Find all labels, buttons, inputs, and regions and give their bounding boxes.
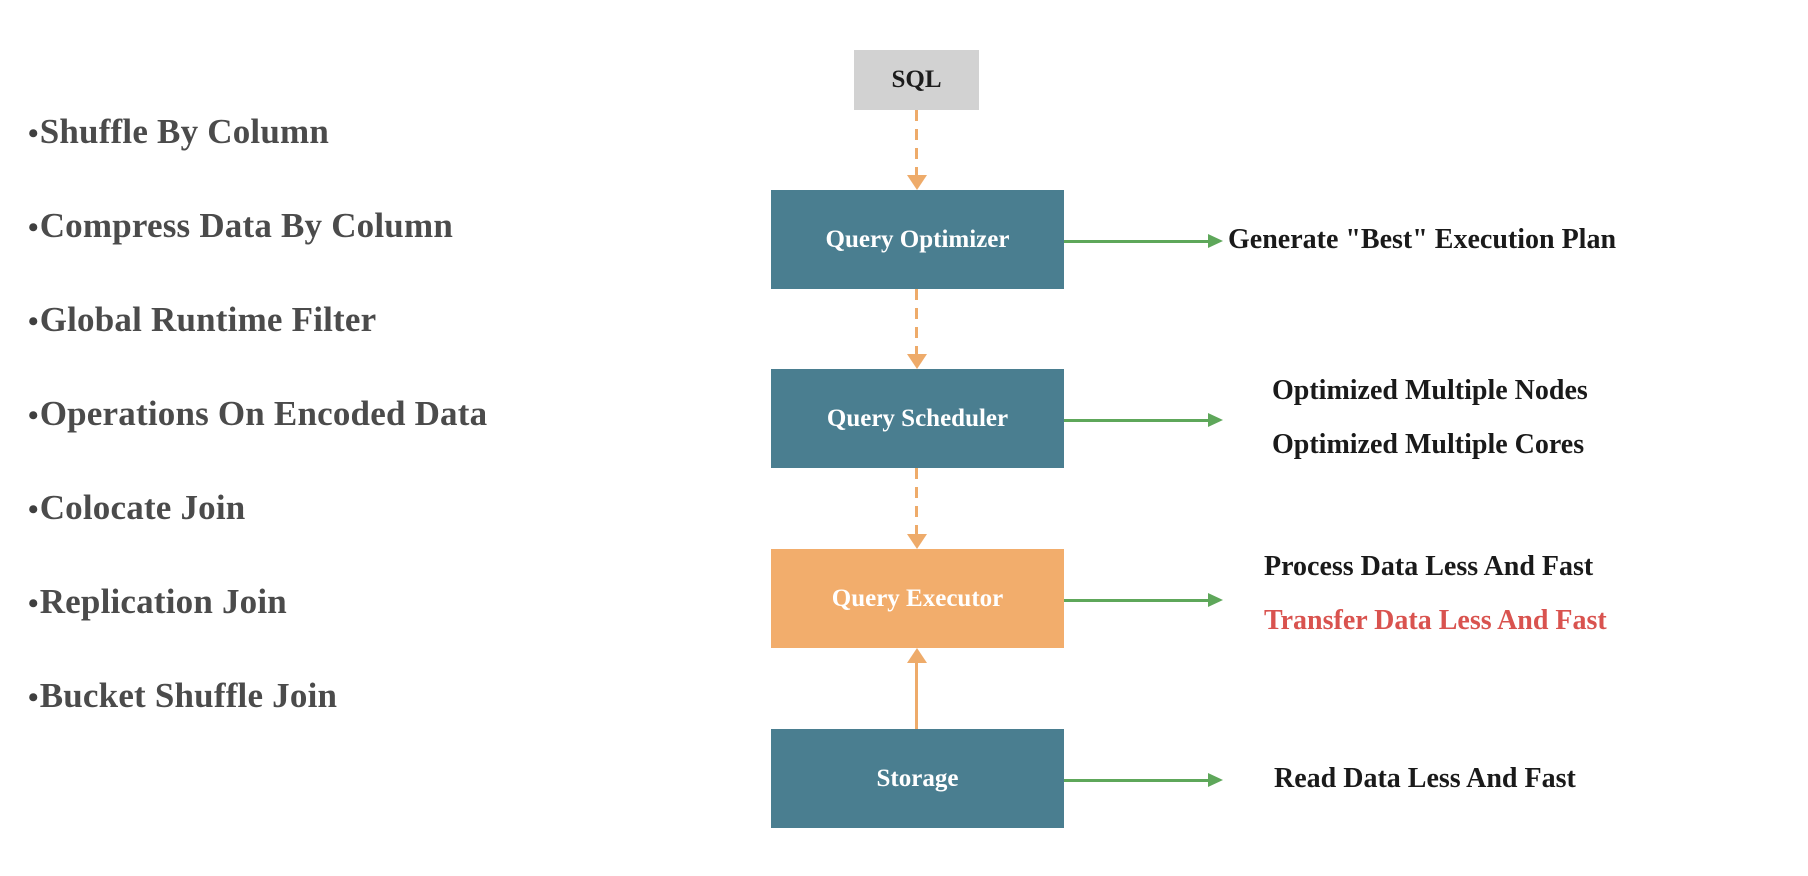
output-label-line: Optimized Multiple Cores bbox=[1272, 429, 1585, 461]
output-label-optimizer: Generate "Best" Execution Plan bbox=[1228, 224, 1616, 256]
connector-scheduler-to-executor bbox=[915, 468, 918, 534]
list-item: • Colocate Join bbox=[28, 488, 628, 582]
output-label-line: Generate "Best" Execution Plan bbox=[1228, 224, 1617, 255]
node-query-executor: Query Executor bbox=[771, 549, 1064, 648]
bullet-icon: • bbox=[28, 399, 39, 432]
list-item-label: Shuffle By Column bbox=[39, 112, 329, 151]
output-label-line: Optimized Multiple Nodes bbox=[1272, 375, 1588, 406]
node-sql: SQL bbox=[854, 50, 979, 110]
output-label-line-highlight: Transfer Data Less And Fast bbox=[1264, 605, 1607, 637]
list-item: • Compress Data By Column bbox=[28, 206, 628, 300]
arrow-right-icon bbox=[1064, 773, 1223, 787]
output-label-storage: Read Data Less And Fast bbox=[1274, 763, 1576, 795]
output-label-scheduler: Optimized Multiple Nodes Optimized Multi… bbox=[1272, 375, 1588, 461]
bullet-icon: • bbox=[28, 117, 39, 150]
bullet-icon: • bbox=[28, 587, 39, 620]
list-item: • Shuffle By Column bbox=[28, 112, 628, 206]
list-item: • Bucket Shuffle Join bbox=[28, 676, 628, 770]
arrow-down-icon bbox=[907, 534, 927, 549]
list-item: • Operations On Encoded Data bbox=[28, 394, 628, 488]
arrow-down-icon bbox=[907, 175, 927, 190]
list-item-label: Operations On Encoded Data bbox=[39, 394, 488, 433]
arrow-right-icon bbox=[1064, 234, 1223, 248]
list-item-label: Replication Join bbox=[39, 582, 287, 621]
list-item-label: Global Runtime Filter bbox=[39, 300, 377, 339]
connector-storage-to-executor bbox=[915, 663, 918, 729]
node-query-optimizer: Query Optimizer bbox=[771, 190, 1064, 289]
arrow-right-icon bbox=[1064, 593, 1223, 607]
list-item: • Global Runtime Filter bbox=[28, 300, 628, 394]
arrow-up-icon bbox=[907, 648, 927, 663]
connector-sql-to-optimizer bbox=[915, 110, 918, 175]
list-item-label: Bucket Shuffle Join bbox=[39, 676, 338, 715]
output-label-line: Read Data Less And Fast bbox=[1274, 763, 1576, 794]
bullet-icon: • bbox=[28, 305, 39, 338]
list-item-label: Compress Data By Column bbox=[39, 206, 453, 245]
node-query-scheduler: Query Scheduler bbox=[771, 369, 1064, 468]
list-item-label: Colocate Join bbox=[39, 488, 246, 527]
bullet-icon: • bbox=[28, 211, 39, 244]
output-label-line: Process Data Less And Fast bbox=[1264, 551, 1594, 582]
node-storage: Storage bbox=[771, 729, 1064, 828]
list-item: • Replication Join bbox=[28, 582, 628, 676]
output-label-executor: Process Data Less And Fast Transfer Data… bbox=[1264, 551, 1607, 637]
bullet-icon: • bbox=[28, 493, 39, 526]
arrow-right-icon bbox=[1064, 413, 1223, 427]
arrow-down-icon bbox=[907, 354, 927, 369]
connector-optimizer-to-scheduler bbox=[915, 289, 918, 354]
bullet-icon: • bbox=[28, 681, 39, 714]
techniques-list: • Shuffle By Column • Compress Data By C… bbox=[28, 112, 628, 770]
